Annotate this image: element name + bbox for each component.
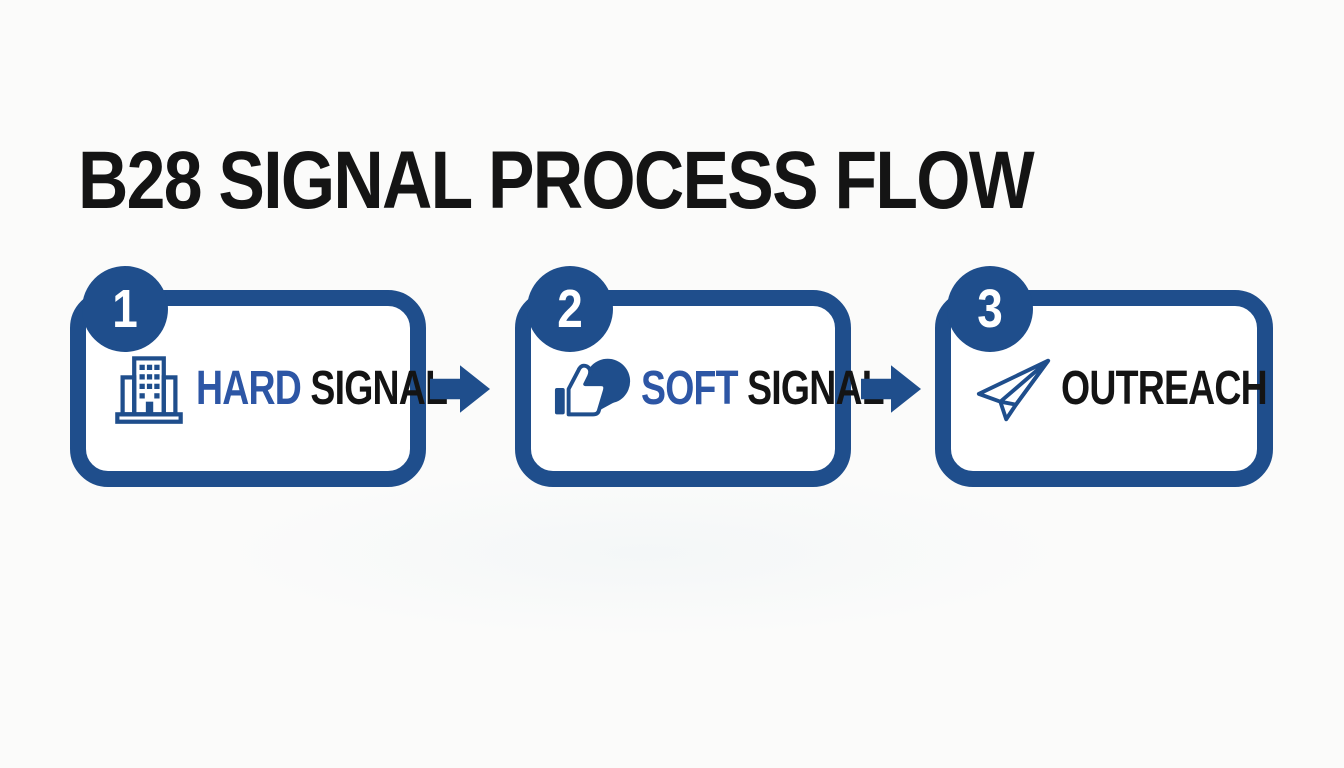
step-number: 2 [557,279,583,339]
paper-plane-icon [973,351,1055,427]
thumbs-up-speech-bubble-icon [553,351,635,427]
step-label-rest: SIGNAL [310,361,448,415]
page-title: B28 SIGNAL PROCESS FLOW [78,135,1035,226]
step-content: OUTREACH [951,306,1268,471]
step-label-accent: SOFT [641,361,738,415]
step-number-badge: 1 [82,266,168,352]
step-box-outreach: 3 OUTREACH [935,266,1273,487]
step-number: 3 [977,279,1003,339]
step-label-rest: OUTREACH [1061,361,1268,415]
step-number-badge: 3 [947,266,1033,352]
step-number-badge: 2 [527,266,613,352]
step-number: 1 [112,279,138,339]
step-label: OUTREACH [1061,361,1268,415]
step-label-accent: HARD [196,361,302,415]
office-building-icon [108,351,190,427]
